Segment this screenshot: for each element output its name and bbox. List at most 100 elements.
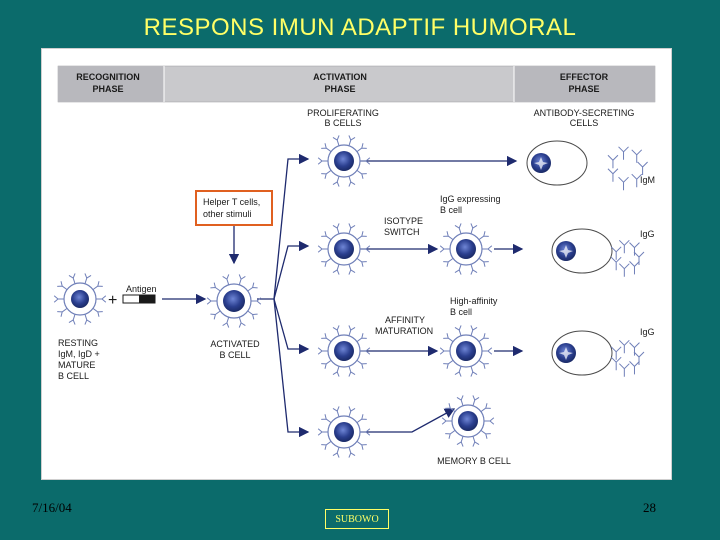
antibody-icon [618,363,630,377]
antibody-icon [607,168,619,182]
isotype-label-line2: SWITCH [384,227,420,237]
activation-phase-line2: PHASE [324,84,355,94]
receptor-icon [478,333,489,342]
receptor-icon [84,314,92,325]
high-affinity-label-line1: High-affinity [450,296,498,306]
receptor-icon [470,264,478,275]
proliferating-label-line1: PROLIFERATING [307,108,379,118]
resting-label-line2: IgM, IgD + [58,349,100,359]
receptor-icon [480,403,491,412]
receptor-icon [356,143,367,152]
receptor-icon [441,417,452,425]
resting-b-cell [53,273,107,325]
igg-expressing-label-line1: IgG expressing [440,194,501,204]
plasma-cell-igg-2 [551,330,613,376]
receptor-icon [478,258,489,267]
proliferating-label-line2: B CELLS [324,118,361,128]
antibody-icon [618,239,630,254]
antibody-icon [618,263,630,277]
antibody-icon [610,346,622,360]
igg-expressing-label-line2: B cell [440,205,462,215]
igm-label: IgM [640,175,655,185]
antibody-icon [618,146,629,160]
affinity-label-line2: MATURATION [375,326,433,336]
effector-phase-line1: EFFECTOR [560,72,609,82]
receptor-icon [321,143,332,152]
antibody-icon [631,173,643,188]
plasma-cell-igm [526,140,588,186]
receptor-icon [356,441,367,450]
receptor-icon [348,325,356,336]
receptor-icon [92,308,103,317]
receptor-icon [439,245,450,253]
antibody-icon [629,242,640,256]
antibody-icon [610,246,622,260]
footer-date: 7/16/04 [32,500,72,515]
receptor-icon [470,366,478,377]
receptor-icon [348,176,356,187]
activation-phase-line1: ACTIVATION [313,72,367,82]
receptor-icon [360,157,371,165]
receptor-icon [68,314,76,325]
antibody-icon [631,149,643,163]
igg-expressing-b-cell [439,223,493,275]
receptor-icon [317,347,328,355]
receptor-icon [454,223,462,234]
receptor-icon [53,295,64,303]
receptor-icon [356,333,367,342]
receptor-icon [445,403,456,412]
proliferating-b-cell-1 [317,135,371,187]
receptor-icon [348,264,356,275]
b-cells [53,135,613,458]
proliferating-b-cell-4 [317,406,371,458]
receptor-icon [251,297,262,305]
figure-frame: RECOGNITION PHASE ACTIVATION PHASE EFFEC… [41,48,672,480]
high-affinity-b-cell [439,325,493,377]
receptor-icon [470,325,478,336]
igg-label-1: IgG [640,229,655,239]
receptor-icon [482,347,493,355]
receptor-icon [360,347,371,355]
receptor-icon [454,325,462,336]
receptor-icon [206,297,217,305]
receptor-icon [439,347,450,355]
receptor-icon [478,231,489,240]
receptor-icon [247,310,258,320]
receptor-icon [360,428,371,436]
slide-title: RESPONS IMUN ADAPTIF HUMORAL [143,14,577,41]
receptor-icon [332,366,340,377]
receptor-icon [470,223,478,234]
receptor-icon [317,428,328,436]
helper-t-cells-box: Helper T cells, other stimuli [195,190,273,226]
antibody-icon [629,342,640,356]
antibody-icon [618,176,629,191]
receptor-icon [222,274,230,285]
receptor-icon [332,325,340,336]
receptor-icon [238,317,246,328]
isotype-label-line1: ISOTYPE [384,216,423,226]
receptor-icon [348,447,356,458]
receptor-icon [356,360,367,369]
receptor-icon [222,317,230,328]
svg-text:+: + [108,292,117,309]
receptor-icon [321,360,332,369]
antibody-icon [610,356,622,371]
receptor-icon [332,406,340,417]
footer-author-box: SUBOWO [325,509,389,529]
b-cell-diagram: RECOGNITION PHASE ACTIVATION PHASE EFFEC… [53,65,656,466]
antibody-icon [607,154,619,169]
receptor-icon [57,281,68,290]
receptor-icon [356,170,367,179]
receptor-icon [84,273,92,284]
receptor-icon [348,135,356,146]
effector-phase-line2: PHASE [568,84,599,94]
antibody-icon [610,256,622,271]
receptor-icon [332,264,340,275]
receptor-icon [456,395,464,406]
high-affinity-label-line2: B cell [450,307,472,317]
receptor-icon [321,258,332,267]
receptor-icon [321,231,332,240]
receptor-icon [317,245,328,253]
receptor-icon [484,417,495,425]
resting-label-line4: B CELL [58,371,89,381]
